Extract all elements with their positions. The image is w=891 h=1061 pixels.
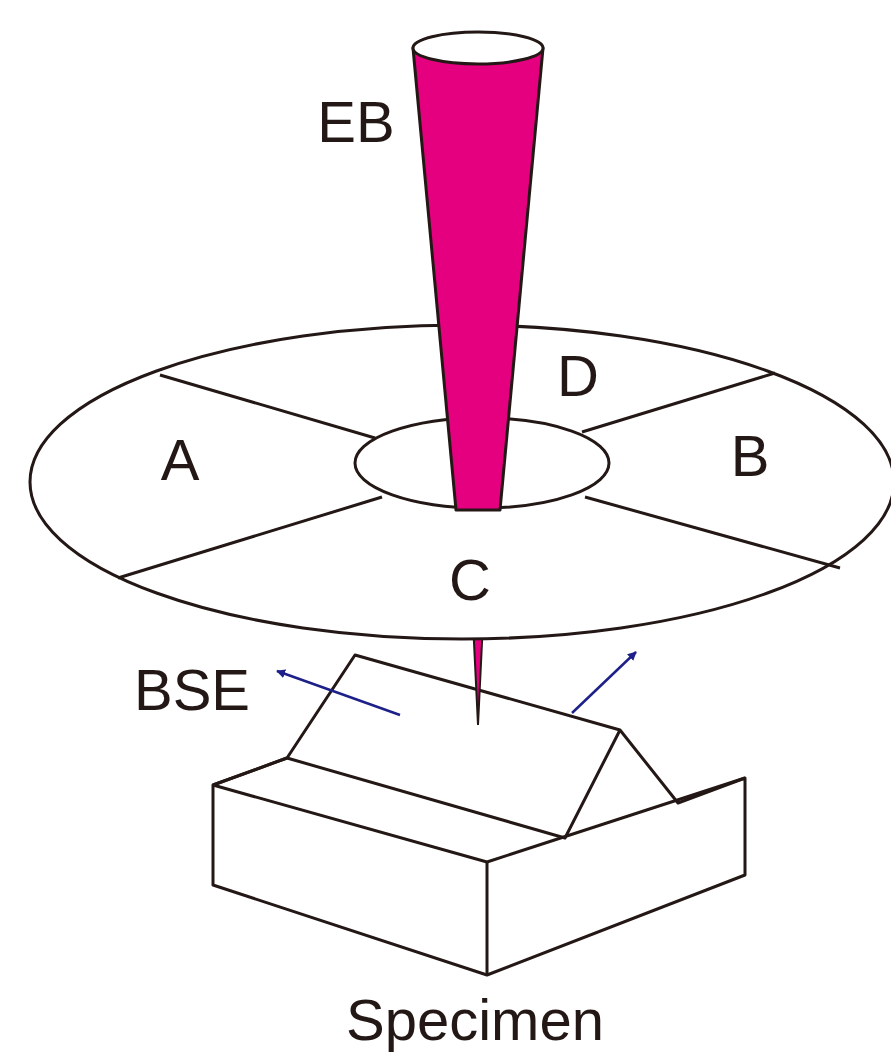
electron-beam (413, 48, 543, 510)
segment-label: A (161, 431, 200, 489)
segment-label: D (557, 347, 599, 405)
segment-label: B (731, 427, 770, 485)
signal-label: BSE (134, 661, 250, 719)
beam-label: EB (317, 93, 394, 151)
segment-label: C (449, 551, 491, 609)
beam-top (413, 32, 543, 64)
specimen-label: Specimen (346, 991, 604, 1049)
bse-arrows (277, 652, 636, 715)
